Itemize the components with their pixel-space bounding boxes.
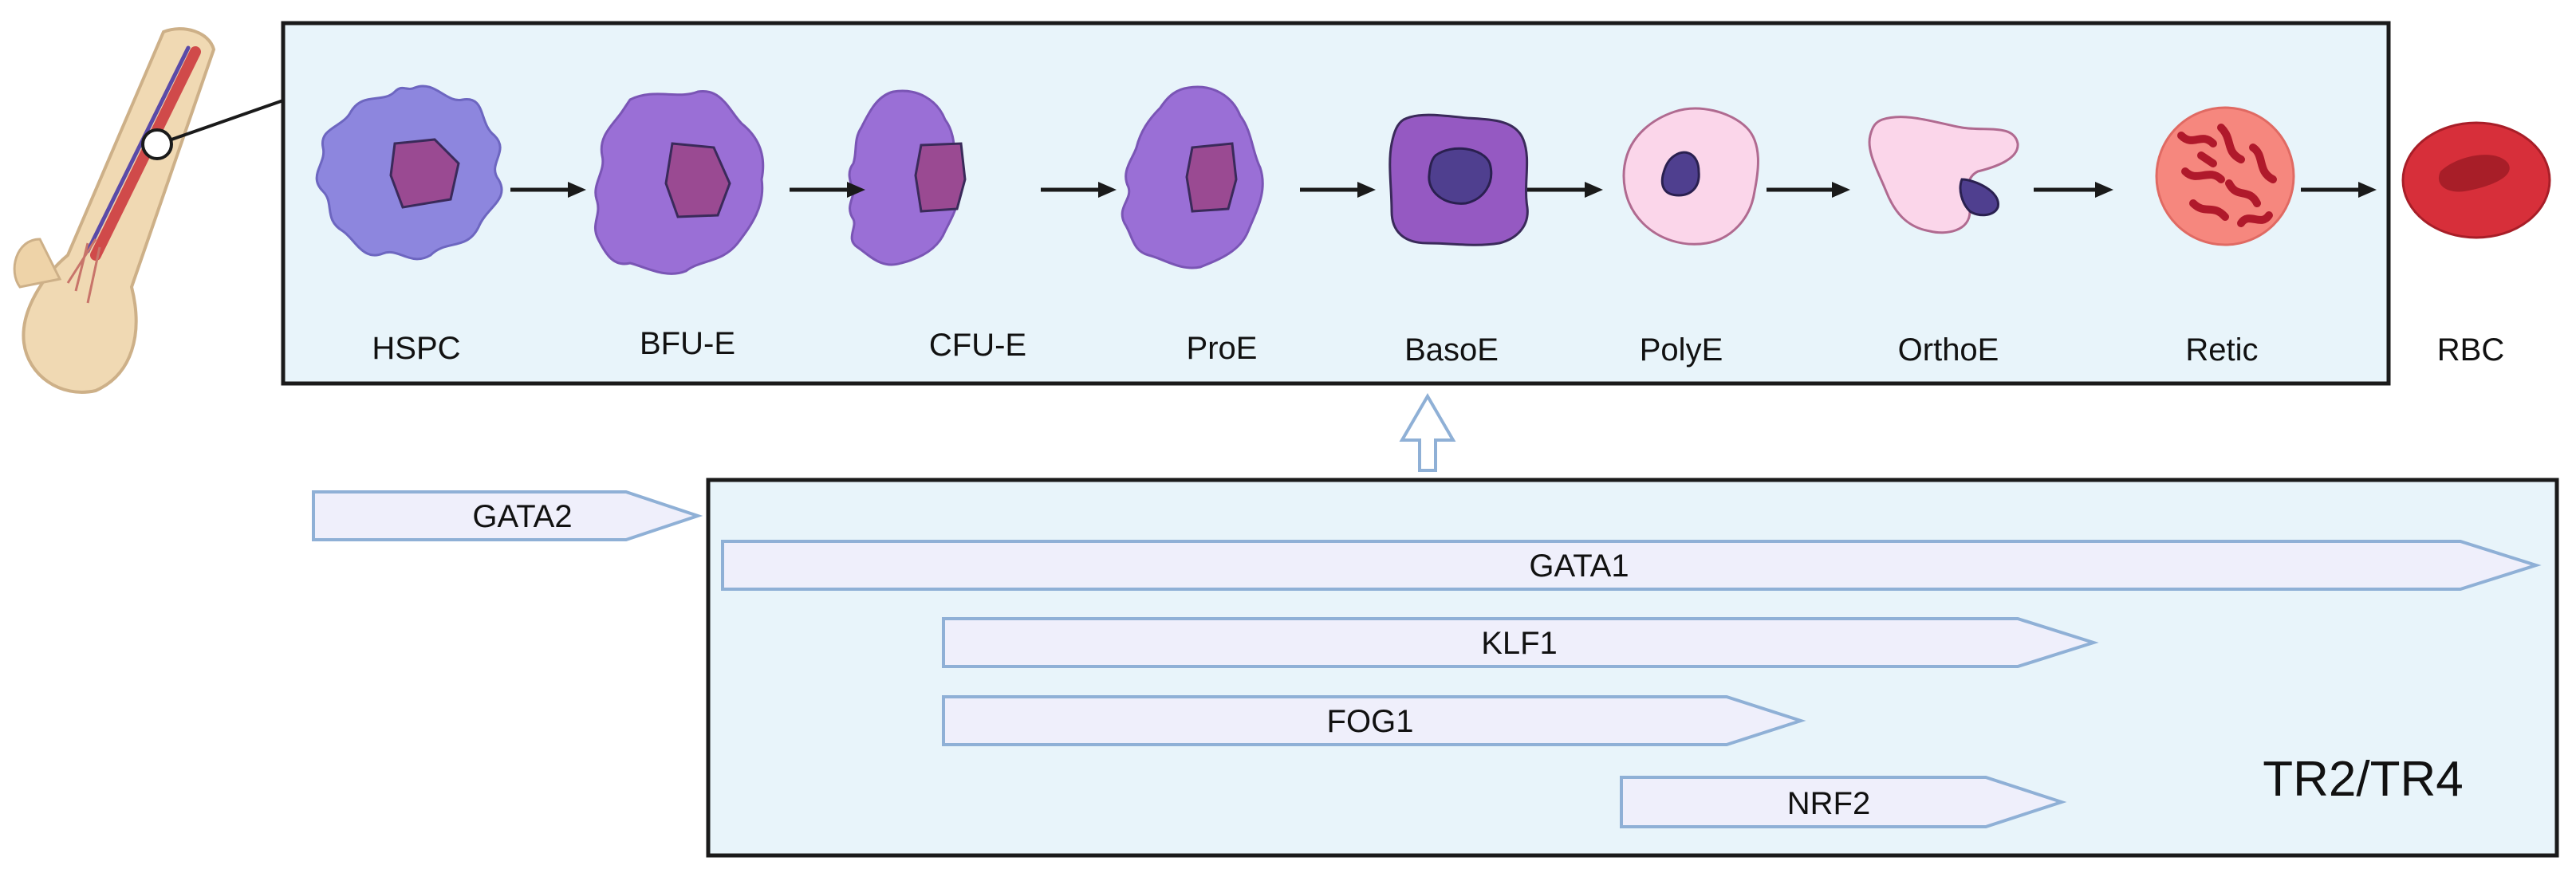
arrow-bfue-cfue: [790, 182, 865, 198]
factor-label-gata2: GATA2: [472, 499, 572, 534]
cfue-cell: [848, 89, 967, 266]
factor-label-gata1: GATA1: [1529, 549, 1629, 584]
hollow-up-arrow: [1399, 393, 1456, 472]
factor-arrows: [312, 490, 2542, 828]
arrow-basoe-polye: [1527, 182, 1603, 198]
bone-marrow-vein: [85, 45, 191, 254]
stage-label-cfue: CFU-E: [929, 328, 1026, 363]
stage-label-hspc: HSPC: [372, 331, 460, 366]
stage-arrows: [510, 182, 2377, 198]
stage-label-orthoe: OrthoE: [1898, 332, 1999, 368]
complex-label-tr2-tr4: TR2/TR4: [2263, 752, 2463, 807]
factor-labels: GATA2 GATA1 KLF1 FOG1 NRF2: [472, 499, 1870, 821]
stage-label-rbc: RBC: [2437, 332, 2504, 368]
factor-bar-nrf2: [1620, 776, 2067, 828]
arrow-polye-orthoe: [1767, 182, 1850, 198]
stage-label-proe: ProE: [1187, 331, 1258, 366]
factor-bar-fog1: [942, 695, 1806, 746]
vessel-branch: [66, 238, 101, 304]
factor-label-fog1: FOG1: [1327, 704, 1414, 739]
arrow-orthoe-retic: [2034, 182, 2113, 198]
arrow-hspc-bfue: [510, 182, 586, 198]
rbc-cell: [2401, 121, 2551, 239]
zoom-line: [171, 99, 284, 141]
stage-label-retic: Retic: [2185, 332, 2258, 368]
factor-label-nrf2: NRF2: [1787, 786, 1870, 821]
bfue-cell: [593, 90, 765, 275]
hspc-cell: [315, 85, 503, 261]
stage-labels: HSPC BFU-E CFU-E ProE BasoE PolyE OrthoE…: [372, 326, 2504, 368]
orthoe-cell: [1868, 116, 2019, 234]
stage-label-polye: PolyE: [1640, 332, 1723, 368]
arrow-retic-rbc: [2301, 182, 2377, 198]
retic-cell: [2155, 106, 2295, 246]
zoom-spot: [141, 128, 173, 160]
factor-bar-klf1: [942, 617, 2099, 668]
cells: [315, 85, 2551, 275]
arrow-cfue-proe: [1041, 182, 1117, 198]
factor-bar-gata2: [312, 490, 703, 541]
bone-illustration: [13, 27, 284, 394]
stage-label-bfue: BFU-E: [640, 326, 735, 361]
femur-head: [13, 238, 62, 289]
arrow-proe-basoe: [1300, 182, 1376, 198]
basoe-cell: [1388, 113, 1529, 246]
factor-label-klf1: KLF1: [1481, 626, 1558, 661]
stage-label-basoe: BasoE: [1404, 332, 1499, 368]
polye-cell: [1622, 107, 1759, 246]
proe-cell: [1121, 85, 1264, 269]
factor-bar-gata1: [721, 540, 2542, 591]
